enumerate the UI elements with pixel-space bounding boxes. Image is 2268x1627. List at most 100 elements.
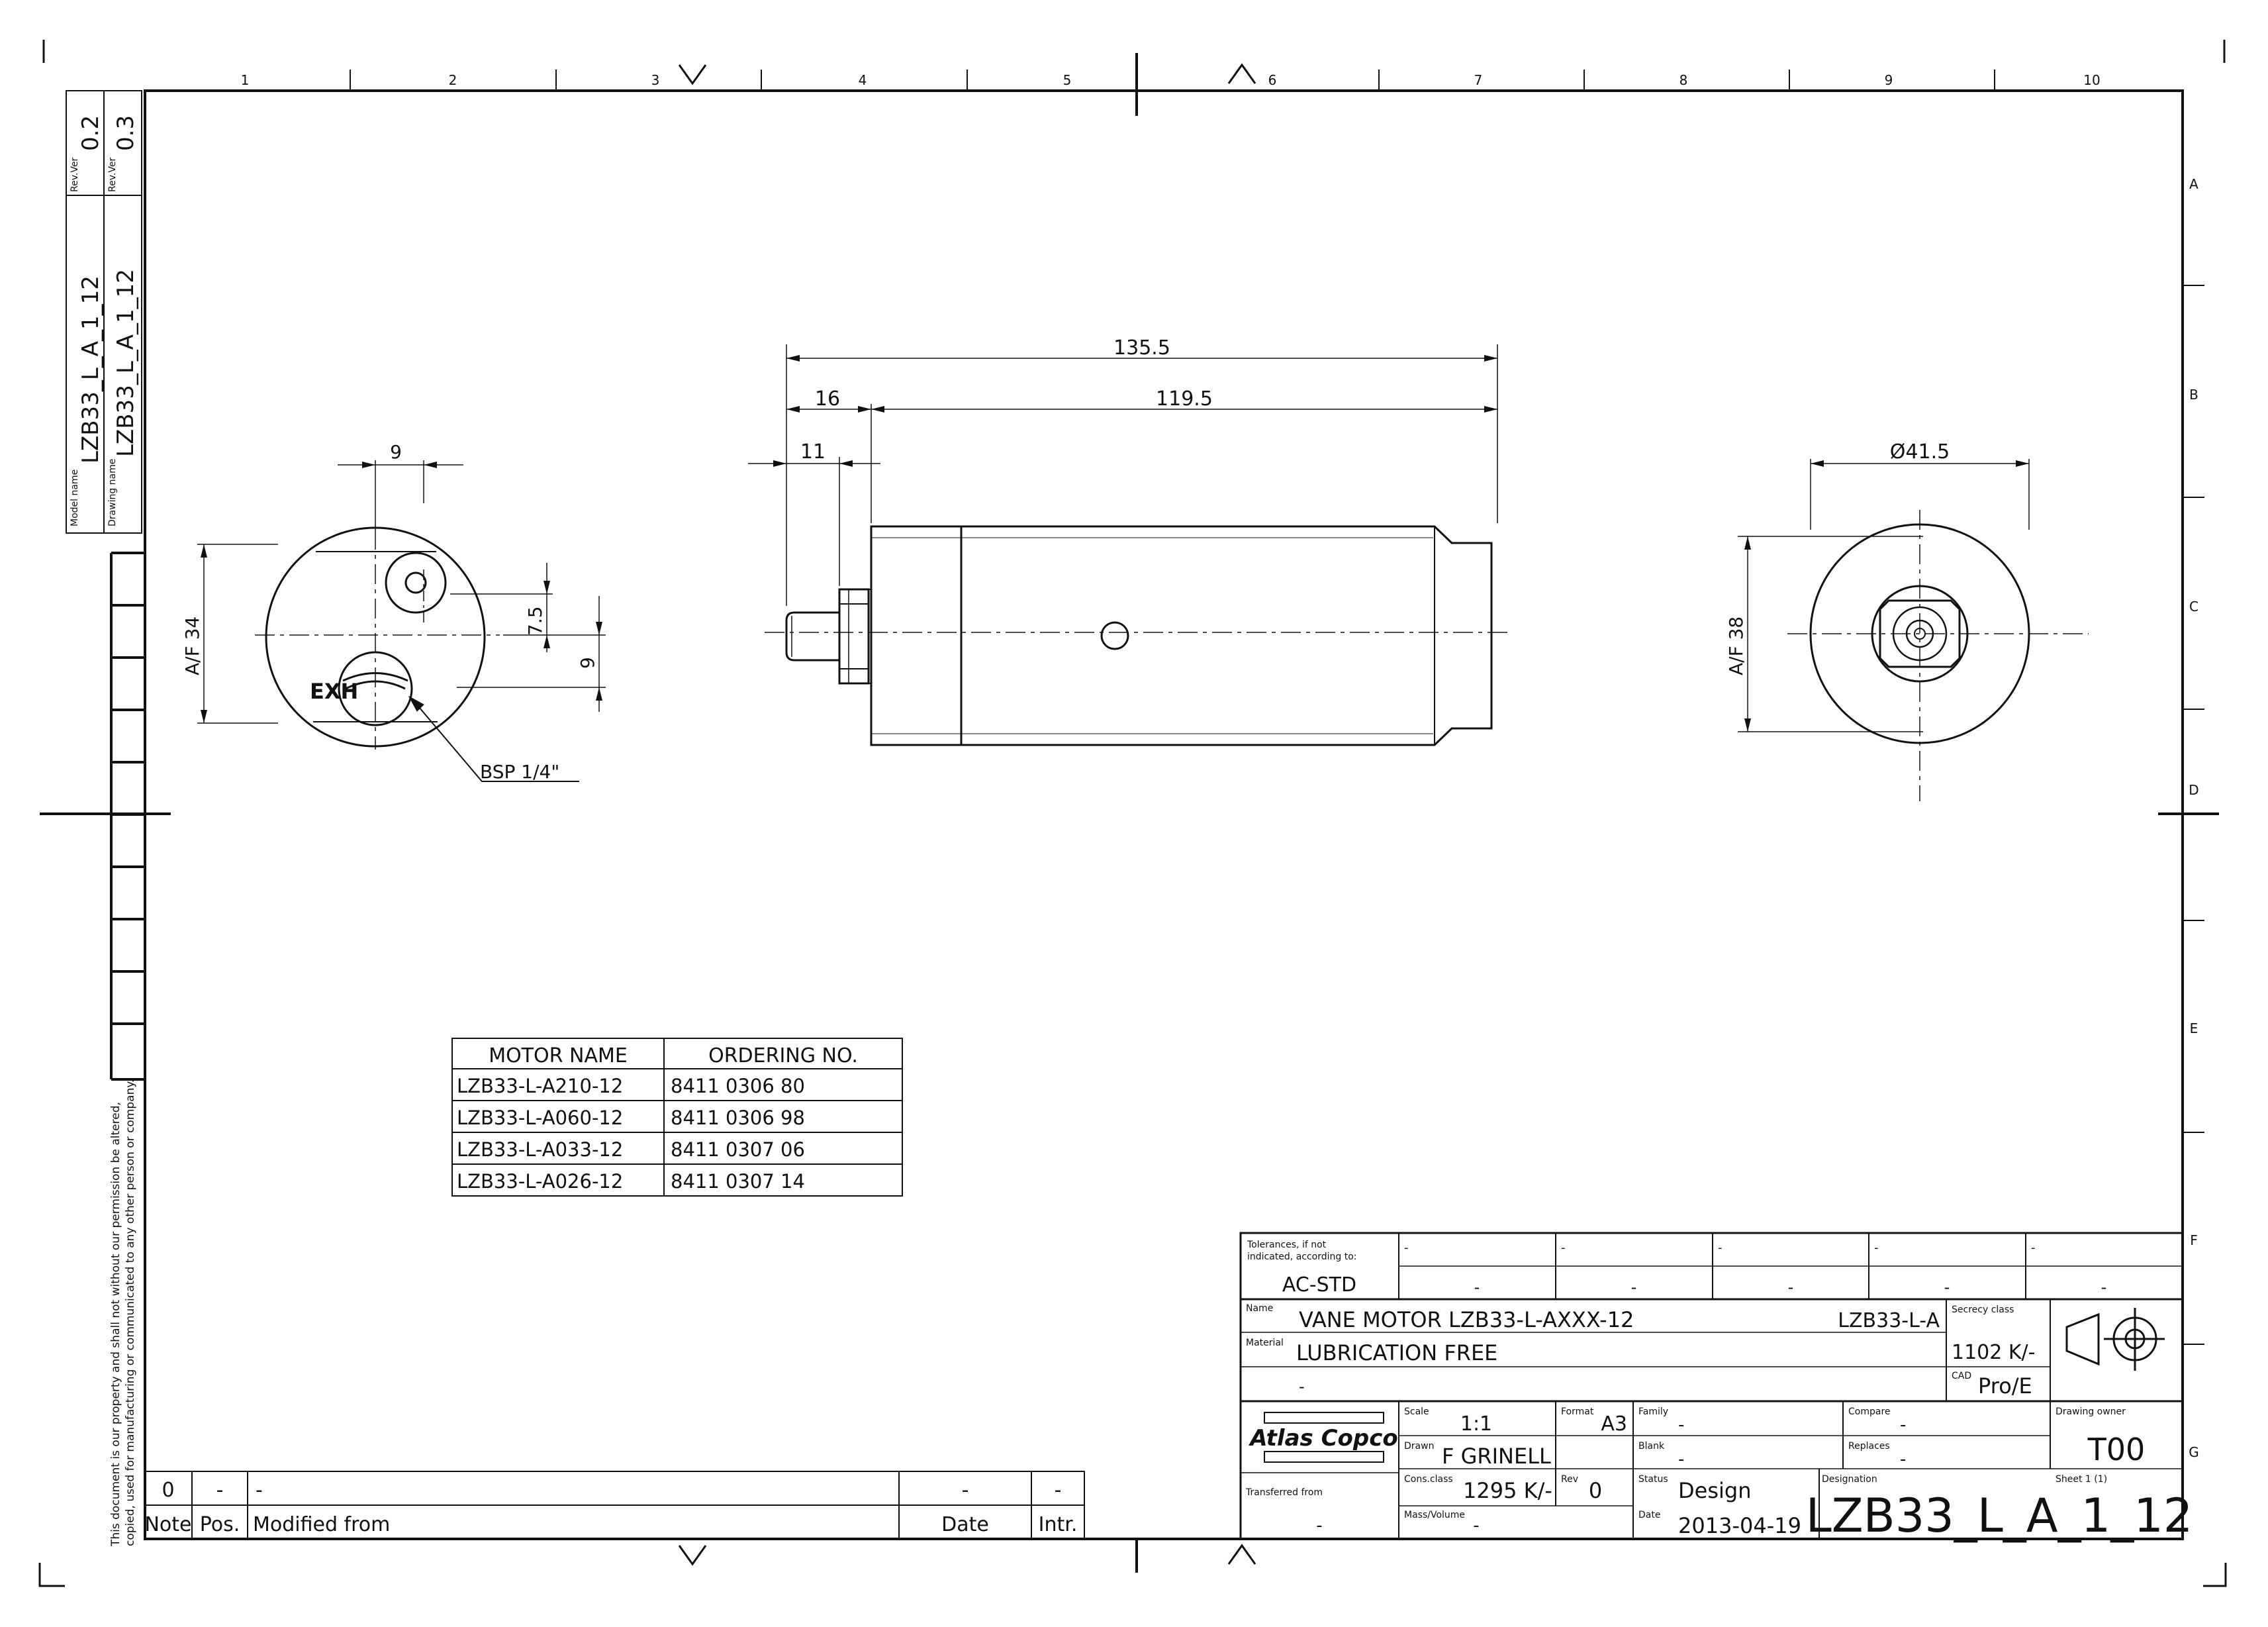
- tolerance-dash: -: [1944, 1278, 1950, 1297]
- compare-value: -: [1900, 1415, 1906, 1435]
- cad-label: CAD: [1952, 1371, 1971, 1381]
- drawn-label: Drawn: [1404, 1441, 1434, 1452]
- tolerance-dash: -: [1788, 1278, 1794, 1297]
- tolerance-dash: -: [2031, 1241, 2036, 1255]
- secrecy-value: 1102 K/-: [1952, 1341, 2036, 1364]
- dim-16: 16: [815, 387, 840, 411]
- shaft: [785, 611, 839, 662]
- column-label: 4: [859, 72, 867, 88]
- model-name-value: LZB33_L_A_1_12: [77, 275, 104, 464]
- replaces-value: -: [1900, 1450, 1906, 1469]
- table-header: MOTOR NAME: [489, 1044, 628, 1067]
- tolerance-dash: -: [1874, 1241, 1879, 1255]
- front-view: EXH BSP 1/4" 9 A/F 34 7.5 9: [181, 441, 606, 783]
- row-label: B: [2189, 387, 2198, 403]
- revision-pos-value: -: [216, 1479, 224, 1502]
- centering-arrows: [678, 63, 1256, 1566]
- material-value: LUBRICATION FREE: [1296, 1340, 1497, 1365]
- cons-class-value: 1295 K/-: [1463, 1478, 1552, 1503]
- drawing-rev-label: Rev.Ver: [107, 158, 118, 192]
- tolerance-dash: -: [1474, 1278, 1480, 1297]
- drawing-name-label: Drawing name: [107, 459, 118, 526]
- title-block: Tolerances, if not indicated, according …: [1239, 1232, 2193, 1543]
- status-label: Status: [1638, 1474, 1668, 1485]
- drawing-rev-value: 0.3: [113, 115, 139, 151]
- revision-date-label: Date: [941, 1513, 989, 1536]
- end-view: Ø41.5 A/F 38: [1725, 440, 2089, 801]
- exhaust-port: [338, 651, 413, 726]
- motor-body: [870, 525, 1493, 746]
- tolerance-dash: -: [1561, 1241, 1566, 1255]
- column-ticks: [350, 70, 1995, 91]
- table-cell: 8411 0307 14: [671, 1170, 805, 1193]
- sheet-label: Sheet 1 (1): [2055, 1474, 2107, 1485]
- row-label: A: [2189, 176, 2198, 192]
- dim-port-offset: 9: [390, 441, 402, 463]
- dim-diameter: Ø41.5: [1890, 440, 1950, 464]
- dim-af-front: A/F 34: [181, 616, 203, 675]
- side-view: 135.5 16 119.5 11: [748, 336, 1513, 746]
- model-name-strip: Model name LZB33_L_A_1_12 Drawing name L…: [66, 90, 142, 534]
- rev-value: 0: [1589, 1478, 1602, 1503]
- column-label: 9: [1885, 72, 1893, 88]
- secrecy-label: Secrecy class: [1952, 1305, 2014, 1315]
- dim-right-1: 7.5: [524, 606, 546, 636]
- inlet-port: [385, 552, 447, 614]
- family-label: Family: [1638, 1406, 1668, 1417]
- binding-ladder: [110, 552, 146, 1081]
- model-rev-label: Rev.Ver: [70, 158, 80, 192]
- part-name-code: LZB33-L-A: [1838, 1309, 1940, 1332]
- side-port: [1100, 621, 1129, 650]
- mass-label: Mass/Volume: [1404, 1510, 1465, 1520]
- date-label: Date: [1638, 1510, 1660, 1520]
- row-label: G: [2189, 1444, 2199, 1460]
- copyright-notice-line2: copied, used for manufacturing or commun…: [124, 1079, 137, 1546]
- status-value: Design: [1678, 1478, 1751, 1503]
- table-cell: 8411 0306 80: [671, 1075, 805, 1097]
- tolerances-label: indicated, according to:: [1247, 1252, 1357, 1262]
- revision-block: 0 - - - - Note Pos. Modified from Date I…: [144, 1471, 1085, 1539]
- row-labels: A B C D E F G: [2189, 176, 2199, 1460]
- scale-label: Scale: [1404, 1406, 1429, 1417]
- compare-label: Compare: [1848, 1406, 1891, 1417]
- revision-intr-label: Intr.: [1039, 1513, 1078, 1536]
- blank-value: -: [1678, 1450, 1684, 1469]
- revision-pos-label: Pos.: [200, 1513, 240, 1536]
- cad-value: Pro/E: [1978, 1373, 2032, 1399]
- format-value: A3: [1601, 1412, 1627, 1436]
- dim-11: 11: [800, 440, 826, 464]
- format-label: Format: [1561, 1406, 1594, 1417]
- column-labels: 1 2 3 4 5 6 7 8 9 10: [241, 72, 2101, 88]
- dim-right-2: 9: [577, 657, 598, 669]
- drawing-owner-label: Drawing owner: [2055, 1406, 2126, 1417]
- table-cell: LZB33-L-A026-12: [457, 1170, 623, 1193]
- column-label: 10: [2083, 72, 2100, 88]
- scale-value: 1:1: [1460, 1412, 1492, 1436]
- material-label: Material: [1246, 1338, 1284, 1348]
- designation-value: LZB33_L_A_1_12: [1806, 1489, 2193, 1543]
- model-rev-value: 0.2: [77, 115, 104, 151]
- material-value-2: -: [1299, 1377, 1305, 1396]
- column-label: 6: [1268, 72, 1277, 88]
- family-value: -: [1678, 1415, 1684, 1435]
- tolerances-label: Tolerances, if not: [1247, 1240, 1327, 1250]
- exh-label: EXH: [310, 679, 358, 704]
- name-label: Name: [1246, 1303, 1273, 1314]
- table-cell: 8411 0307 06: [671, 1138, 805, 1161]
- tolerance-dash: -: [1404, 1241, 1409, 1255]
- part-name: VANE MOTOR LZB33-L-AXXX-12: [1299, 1307, 1634, 1332]
- table-header: ORDERING NO.: [708, 1044, 858, 1067]
- row-label: D: [2189, 782, 2198, 798]
- table-cell: LZB33-L-A060-12: [457, 1107, 623, 1129]
- table-cell: LZB33-L-A210-12: [457, 1075, 623, 1097]
- tolerance-dash: -: [2101, 1278, 2107, 1297]
- parts-table: MOTOR NAME ORDERING NO. LZB33-L-A210-12 …: [451, 1038, 903, 1197]
- row-ticks: [2183, 285, 2204, 1345]
- drawn-value: F GRINELL: [1442, 1444, 1551, 1469]
- projection-symbol-icon: [2065, 1308, 2165, 1371]
- rev-label: Rev: [1561, 1474, 1578, 1485]
- row-label: E: [2190, 1020, 2198, 1036]
- bsp-callout: BSP 1/4": [480, 761, 559, 783]
- column-label: 8: [1679, 72, 1688, 88]
- column-label: 7: [1474, 72, 1483, 88]
